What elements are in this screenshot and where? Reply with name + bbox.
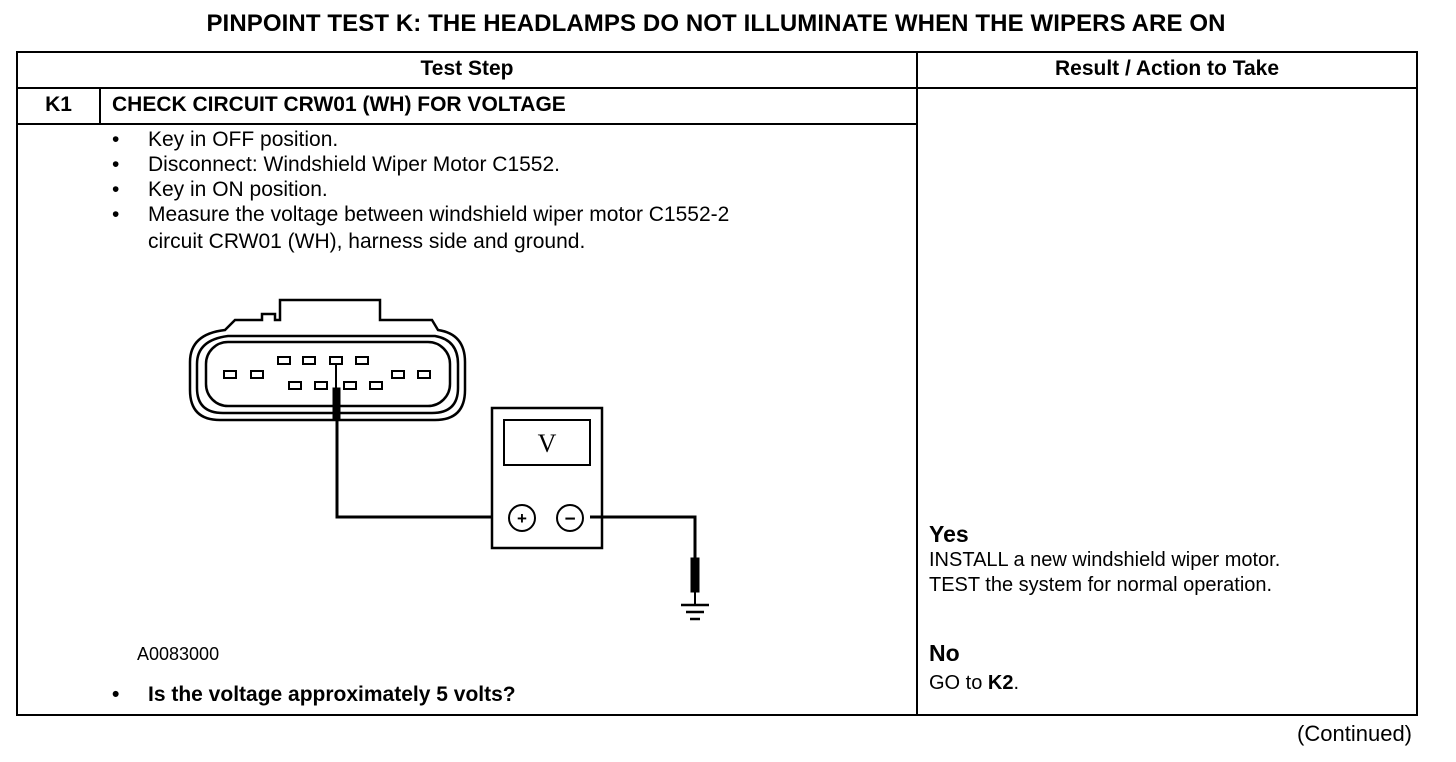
step-id: K1 (45, 93, 72, 116)
result-yes-action: INSTALL a new windshield wiper motor. (929, 549, 1281, 571)
probe-lead (332, 364, 697, 558)
result-yes-label: Yes (929, 521, 969, 547)
result-no-suffix: . (1013, 672, 1020, 694)
result-no-action: GO to K2. (929, 672, 1019, 695)
instruction-list: Key in OFF position. Disconnect: Windshi… (108, 127, 729, 227)
step-question: Is the voltage approximately 5 volts? (108, 683, 516, 707)
result-no-label: No (929, 640, 960, 666)
connector-voltmeter-diagram: V + − (188, 298, 709, 621)
result-yes-action: TEST the system for normal operation. (929, 574, 1273, 596)
header-test-step: Test Step (420, 57, 514, 80)
continued-note: (Continued) (1297, 721, 1412, 746)
meter-volt-symbol: V (538, 429, 557, 458)
plus-terminal-icon: + (517, 509, 527, 528)
page-title: PINPOINT TEST K: THE HEADLAMPS DO NOT IL… (206, 10, 1226, 37)
instruction-item: Key in ON position. (108, 177, 729, 202)
ground-icon (681, 557, 709, 621)
instruction-item: Measure the voltage between windshield w… (108, 202, 729, 227)
instruction-continuation: circuit CRW01 (WH), harness side and gro… (148, 230, 586, 253)
minus-terminal-icon: − (564, 509, 575, 530)
instruction-item: Key in OFF position. (108, 127, 729, 152)
result-no-target-link[interactable]: K2 (987, 672, 1014, 694)
connector-c1552 (188, 298, 467, 422)
step-title: CHECK CIRCUIT CRW01 (WH) FOR VOLTAGE (112, 93, 566, 116)
header-result: Result / Action to Take (1054, 57, 1280, 80)
voltmeter (490, 406, 604, 550)
figure-id: A0083000 (137, 644, 220, 664)
instruction-item: Disconnect: Windshield Wiper Motor C1552… (108, 152, 729, 177)
result-no-prefix: GO to (929, 672, 988, 694)
connector-pins (223, 356, 431, 390)
